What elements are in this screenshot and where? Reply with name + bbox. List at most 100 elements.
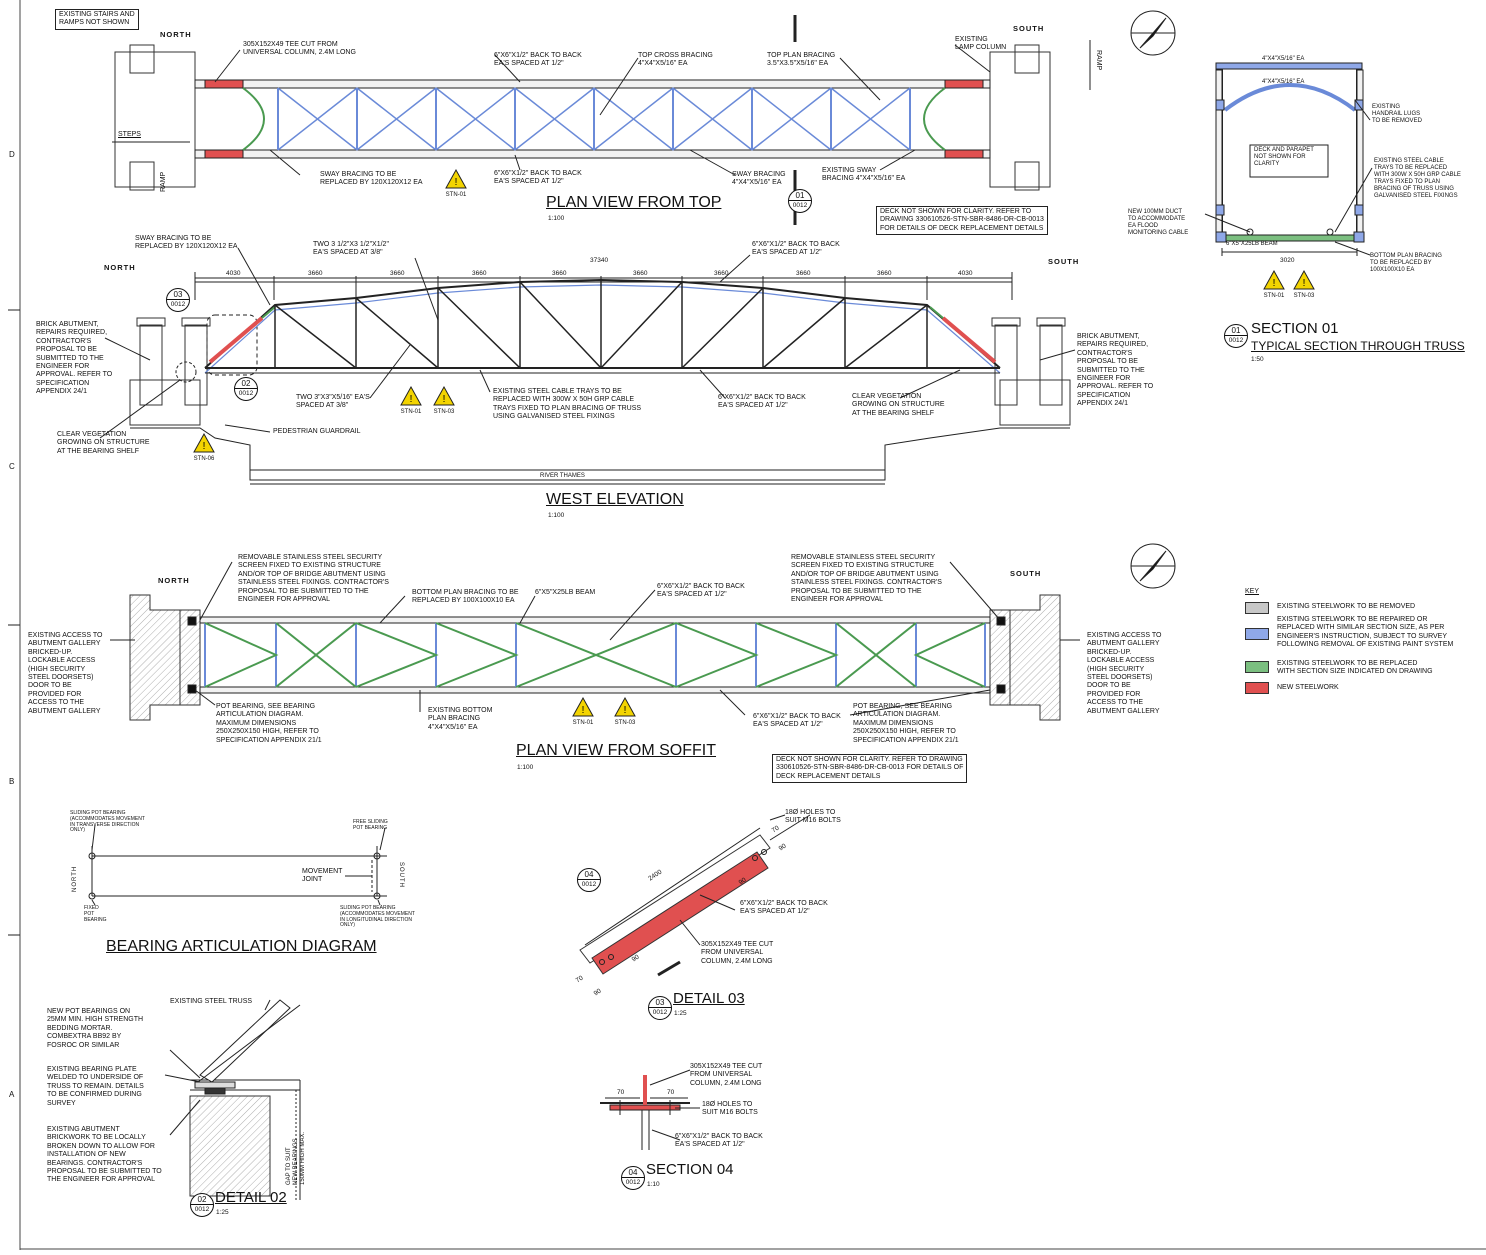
west-two-ea: TWO 3 1/2"x3 1/2"x1/2" EA's SPACED AT 3/… bbox=[313, 241, 389, 257]
detail02-bubble-ref[interactable]: 02 0012 bbox=[234, 377, 258, 401]
bubble-number: 03 bbox=[649, 997, 671, 1008]
warning-icon: ! STN-03 bbox=[614, 697, 636, 726]
section04-b2b: 6"x6"x1/2" BACK TO BACK EA's SPACED AT 1… bbox=[675, 1133, 763, 1149]
plan-top-south: SOUTH bbox=[1013, 24, 1045, 33]
bubble-number: 02 bbox=[235, 378, 257, 389]
bearing-north: NORTH bbox=[72, 865, 78, 892]
north-arrow-top bbox=[1130, 10, 1176, 56]
detail-03-drawing bbox=[579, 814, 811, 977]
detail03-b2b: 6"x6"x1/2" BACK TO BACK EA's SPACED AT 1… bbox=[740, 900, 828, 916]
section04-bubble-ref[interactable]: 04 0012 bbox=[577, 868, 601, 892]
key-swatch-repair bbox=[1245, 628, 1269, 640]
detail02-pot: NEW POT BEARINGS ON 25mm MIN. HIGH STREN… bbox=[47, 1008, 144, 1049]
bubble-sheet: 0012 bbox=[170, 301, 186, 308]
west-two-ea2: TWO 3"x3"x5/16" EA's SPACED AT 3/8" bbox=[296, 394, 370, 410]
section04-title: SECTION 04 bbox=[646, 1161, 734, 1178]
svg-text:!: ! bbox=[1303, 278, 1306, 289]
section01-duct: NEW 100mm DUCT TO ACCOMMODATE EA FLOOD M… bbox=[1128, 209, 1189, 236]
west-overall-dimension: 37340 bbox=[590, 257, 609, 264]
soffit-access-right: EXISTING ACCESS TO ABUTMENT GALLERY BRIC… bbox=[1087, 632, 1162, 715]
detail03-bubble-ref[interactable]: 03 0012 bbox=[166, 288, 190, 312]
section01-bottom-plan: BOTTOM PLAN BRACING TO BE REPLACED BY 10… bbox=[1370, 253, 1442, 273]
soffit-beam: 6"x5"x25lb BEAM bbox=[535, 589, 596, 596]
stn-label: STN-06 bbox=[193, 456, 215, 462]
section01-width: 3020 bbox=[1280, 257, 1295, 264]
soffit-access-left: EXISTING ACCESS TO ABUTMENT GALLERY BRIC… bbox=[28, 632, 103, 715]
key-removed: EXISTING STEELWORK TO BE REMOVED bbox=[1277, 603, 1416, 610]
detail02-plate: EXISTING BEARING PLATE WELDED TO UNDERSI… bbox=[47, 1066, 144, 1107]
section-04-drawing bbox=[600, 1069, 700, 1150]
plan-top-north: NORTH bbox=[160, 30, 192, 39]
soffit-north: NORTH bbox=[158, 576, 190, 585]
west-span-1: 4030 bbox=[226, 270, 241, 277]
warning-icon: ! STN-01 bbox=[1263, 270, 1285, 299]
sway-replace-note: SWAY BRACING TO BE REPLACED BY 120x120x1… bbox=[320, 171, 423, 187]
plan-top-scale: 1:100 bbox=[548, 215, 565, 222]
stn-label: STN-03 bbox=[433, 409, 455, 415]
stn-label: STN-03 bbox=[1293, 293, 1315, 299]
top-plan-bracing-note: TOP PLAN BRACING 3.5"x3.5"x5/16" EA bbox=[767, 52, 836, 68]
grid-letter-b: B bbox=[9, 777, 15, 786]
warning-icon: ! STN-01 bbox=[400, 386, 422, 415]
section01-cable: EXISTING STEEL CABLE TRAYS TO BE REPLACE… bbox=[1374, 158, 1461, 199]
detail02-title: DETAIL 02 bbox=[215, 1189, 287, 1206]
note-stairs: EXISTING STAIRS AND RAMPS NOT SHOWN bbox=[55, 9, 139, 30]
key-repair: EXISTING STEELWORK TO BE REPAIRED OR REP… bbox=[1277, 616, 1454, 649]
west-veg-left: CLEAR VEGETATION GROWING ON STRUCTURE AT… bbox=[57, 431, 150, 455]
west-brick-right: BRICK ABUTMENT, REPAIRS REQUIRED, CONTRA… bbox=[1077, 333, 1154, 408]
svg-text:!: ! bbox=[624, 705, 627, 716]
west-span-3: 3660 bbox=[390, 270, 405, 277]
bubble-number: 01 bbox=[1225, 325, 1247, 336]
grid-letter-d: D bbox=[9, 150, 15, 159]
detail02-bubble[interactable]: 02 0012 bbox=[190, 1193, 214, 1217]
section01-scale: 1:50 bbox=[1251, 356, 1264, 363]
section04-holes: 18Ø HOLES TO SUIT M16 BOLTS bbox=[702, 1101, 758, 1117]
detail03-scale: 1:25 bbox=[674, 1010, 687, 1017]
section-bubble-top[interactable]: 01 0012 bbox=[788, 189, 812, 213]
back-to-back-bot-note: 6"x6"x1/2" BACK TO BACK EA's SPACED AT 1… bbox=[494, 170, 582, 186]
detail-02-drawing bbox=[164, 999, 301, 1200]
section04-bubble[interactable]: 04 0012 bbox=[621, 1166, 645, 1190]
soffit-b2b-top: 6"x6"x1/2" BACK TO BACK EA's SPACED AT 1… bbox=[657, 583, 745, 599]
section-01-drawing bbox=[1204, 62, 1373, 256]
soffit-title: PLAN VIEW FROM SOFFIT bbox=[516, 742, 717, 759]
section01-ea-top2: 4"x4"x5/16" EA bbox=[1262, 79, 1305, 85]
soffit-bottom-plan: BOTTOM PLAN BRACING TO BE REPLACED BY 10… bbox=[412, 589, 519, 605]
west-river: RIVER THAMES bbox=[540, 473, 585, 479]
bubble-number: 02 bbox=[191, 1194, 213, 1205]
bearing-sliding-transverse: SLIDING POT BEARING (ACCOMMODATES MOVEME… bbox=[70, 810, 145, 834]
bubble-number: 01 bbox=[789, 190, 811, 201]
west-veg-right: CLEAR VEGETATION GROWING ON STRUCTURE AT… bbox=[852, 393, 945, 417]
detail02-gap: GAP TO SUIT NEW BEARINGS 150mm HIGH MAX. bbox=[286, 1131, 306, 1185]
detail03-bubble[interactable]: 03 0012 bbox=[648, 996, 672, 1020]
detail02-truss: EXISTING STEEL TRUSS bbox=[170, 998, 253, 1005]
soffit-b2b-bot: 6"x6"x1/2" BACK TO BACK EA's SPACED AT 1… bbox=[753, 713, 841, 729]
stn-label: STN-01 bbox=[1263, 293, 1285, 299]
plan-top-drawing bbox=[112, 15, 1091, 225]
tee-cut-note: 305x152x49 TEE CUT FROM UNIVERSAL COLUMN… bbox=[243, 41, 356, 57]
svg-text:!: ! bbox=[455, 177, 458, 188]
section04-dim-70-right: 70 bbox=[667, 1089, 675, 1096]
section04-tee: 305x152x49 TEE CUT FROM UNIVERSAL COLUMN… bbox=[690, 1063, 763, 1087]
grid-letter-c: C bbox=[9, 462, 15, 471]
key-swatch-replace bbox=[1245, 661, 1269, 673]
bubble-sheet: 0012 bbox=[792, 202, 808, 209]
warning-icon: ! STN-06 bbox=[193, 433, 215, 462]
section01-title: SECTION 01 bbox=[1251, 320, 1339, 337]
plan-top-title: PLAN VIEW FROM TOP bbox=[546, 194, 722, 211]
detail02-brick: EXISTING ABUTMENT BRICKWORK TO BE LOCALL… bbox=[47, 1126, 162, 1184]
soffit-pot-right: POT BEARING, SEE BEARING ARTICULATION DI… bbox=[853, 703, 959, 744]
section01-beam: 6"x5"x25lb BEAM bbox=[1226, 241, 1278, 247]
section01-ea-top: 4"x4"x5/16" EA bbox=[1262, 56, 1305, 62]
section01-bubble[interactable]: 01 0012 bbox=[1224, 324, 1248, 348]
bubble-number: 04 bbox=[578, 869, 600, 880]
top-cross-bracing-note: TOP CROSS BRACING 4"x4"x5/16" EA bbox=[638, 52, 713, 68]
deck-note-top: DECK NOT SHOWN FOR CLARITY. REFER TO DRA… bbox=[876, 206, 1048, 236]
warning-icon: ! STN-03 bbox=[1293, 270, 1315, 299]
west-span-9: 3660 bbox=[877, 270, 892, 277]
bubble-sheet: 0012 bbox=[194, 1206, 210, 1213]
west-scale: 1:100 bbox=[548, 512, 565, 519]
ramp-label-left: RAMP bbox=[160, 171, 167, 192]
bearing-fixed: FIXED POT BEARING bbox=[84, 905, 107, 923]
warning-icon: ! STN-03 bbox=[433, 386, 455, 415]
